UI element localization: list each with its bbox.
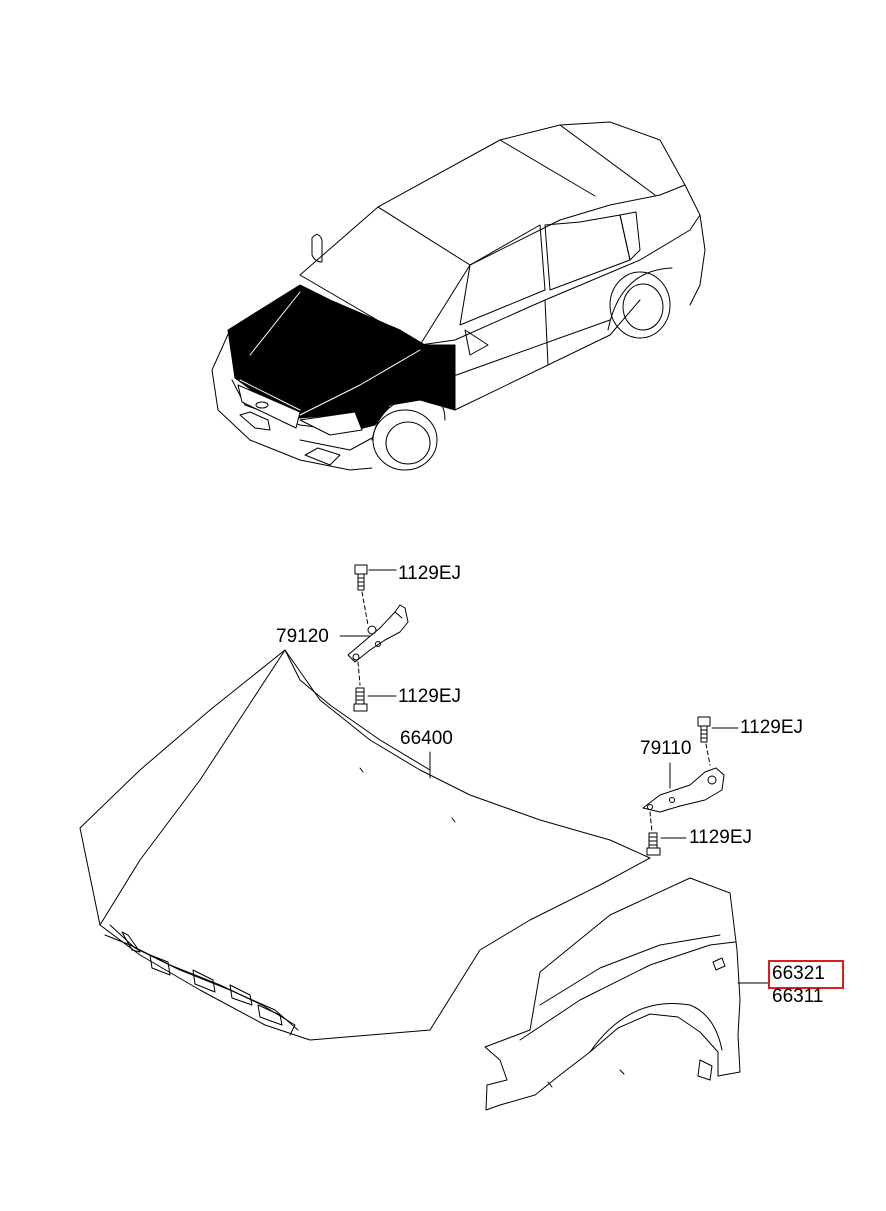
label-bolt-mid-right: 1129EJ — [689, 827, 753, 848]
label-fender-rh: 66311 — [772, 986, 824, 1007]
label-bolt-mid-left: 1129EJ — [398, 686, 462, 707]
hinge-left-assembly — [339, 564, 409, 712]
label-bolt-top-right: 1129EJ — [740, 717, 804, 738]
label-hinge-left: 79120 — [276, 626, 329, 647]
hood-panel — [79, 649, 651, 1041]
label-hood: 66400 — [400, 728, 453, 749]
car-overview-illustration — [211, 121, 706, 471]
highlight-box — [768, 960, 844, 989]
label-hinge-right: 79110 — [640, 738, 692, 759]
label-bolt-top-left: 1129EJ — [398, 563, 462, 584]
label-fender-lh: 66321 — [772, 963, 825, 984]
hinge-right-assembly — [642, 716, 739, 856]
fender-panel — [484, 877, 769, 1111]
